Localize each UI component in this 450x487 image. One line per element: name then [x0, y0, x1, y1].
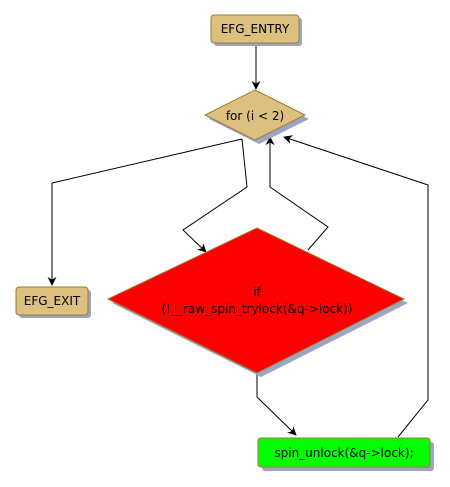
node-cond: if (!__raw_spin_trylock(&q->lock)): [106, 227, 408, 377]
edge-unlock-to-loop: [283, 135, 429, 438]
edge-cond-to-unlock: [256, 372, 297, 436]
unlock-box: [257, 437, 431, 468]
entry-box: [210, 14, 300, 44]
loop-label: for (i < 2): [226, 109, 284, 123]
node-entry: EFG_ENTRY: [210, 14, 302, 46]
edges: [47, 45, 429, 438]
node-unlock: spin_unlock(&q->lock);: [257, 437, 434, 471]
cond-label-line2: (!__raw_spin_trylock(&q->lock)): [162, 302, 353, 316]
exit-box: [15, 286, 89, 316]
edge-loop-to-cond: [182, 138, 248, 253]
loop-diamond: [203, 89, 307, 141]
cond-label-line1: if: [253, 285, 261, 299]
node-exit: EFG_EXIT: [15, 286, 91, 318]
exit-label: EFG_EXIT: [24, 294, 81, 308]
unlock-label: spin_unlock(&q->lock);: [274, 446, 413, 460]
cond-diamond: [106, 227, 406, 374]
edge-cond-to-loop: [265, 136, 329, 251]
node-loop: for (i < 2): [203, 89, 309, 144]
edge-loop-to-exit: [47, 138, 243, 286]
entry-label: EFG_ENTRY: [221, 22, 290, 36]
